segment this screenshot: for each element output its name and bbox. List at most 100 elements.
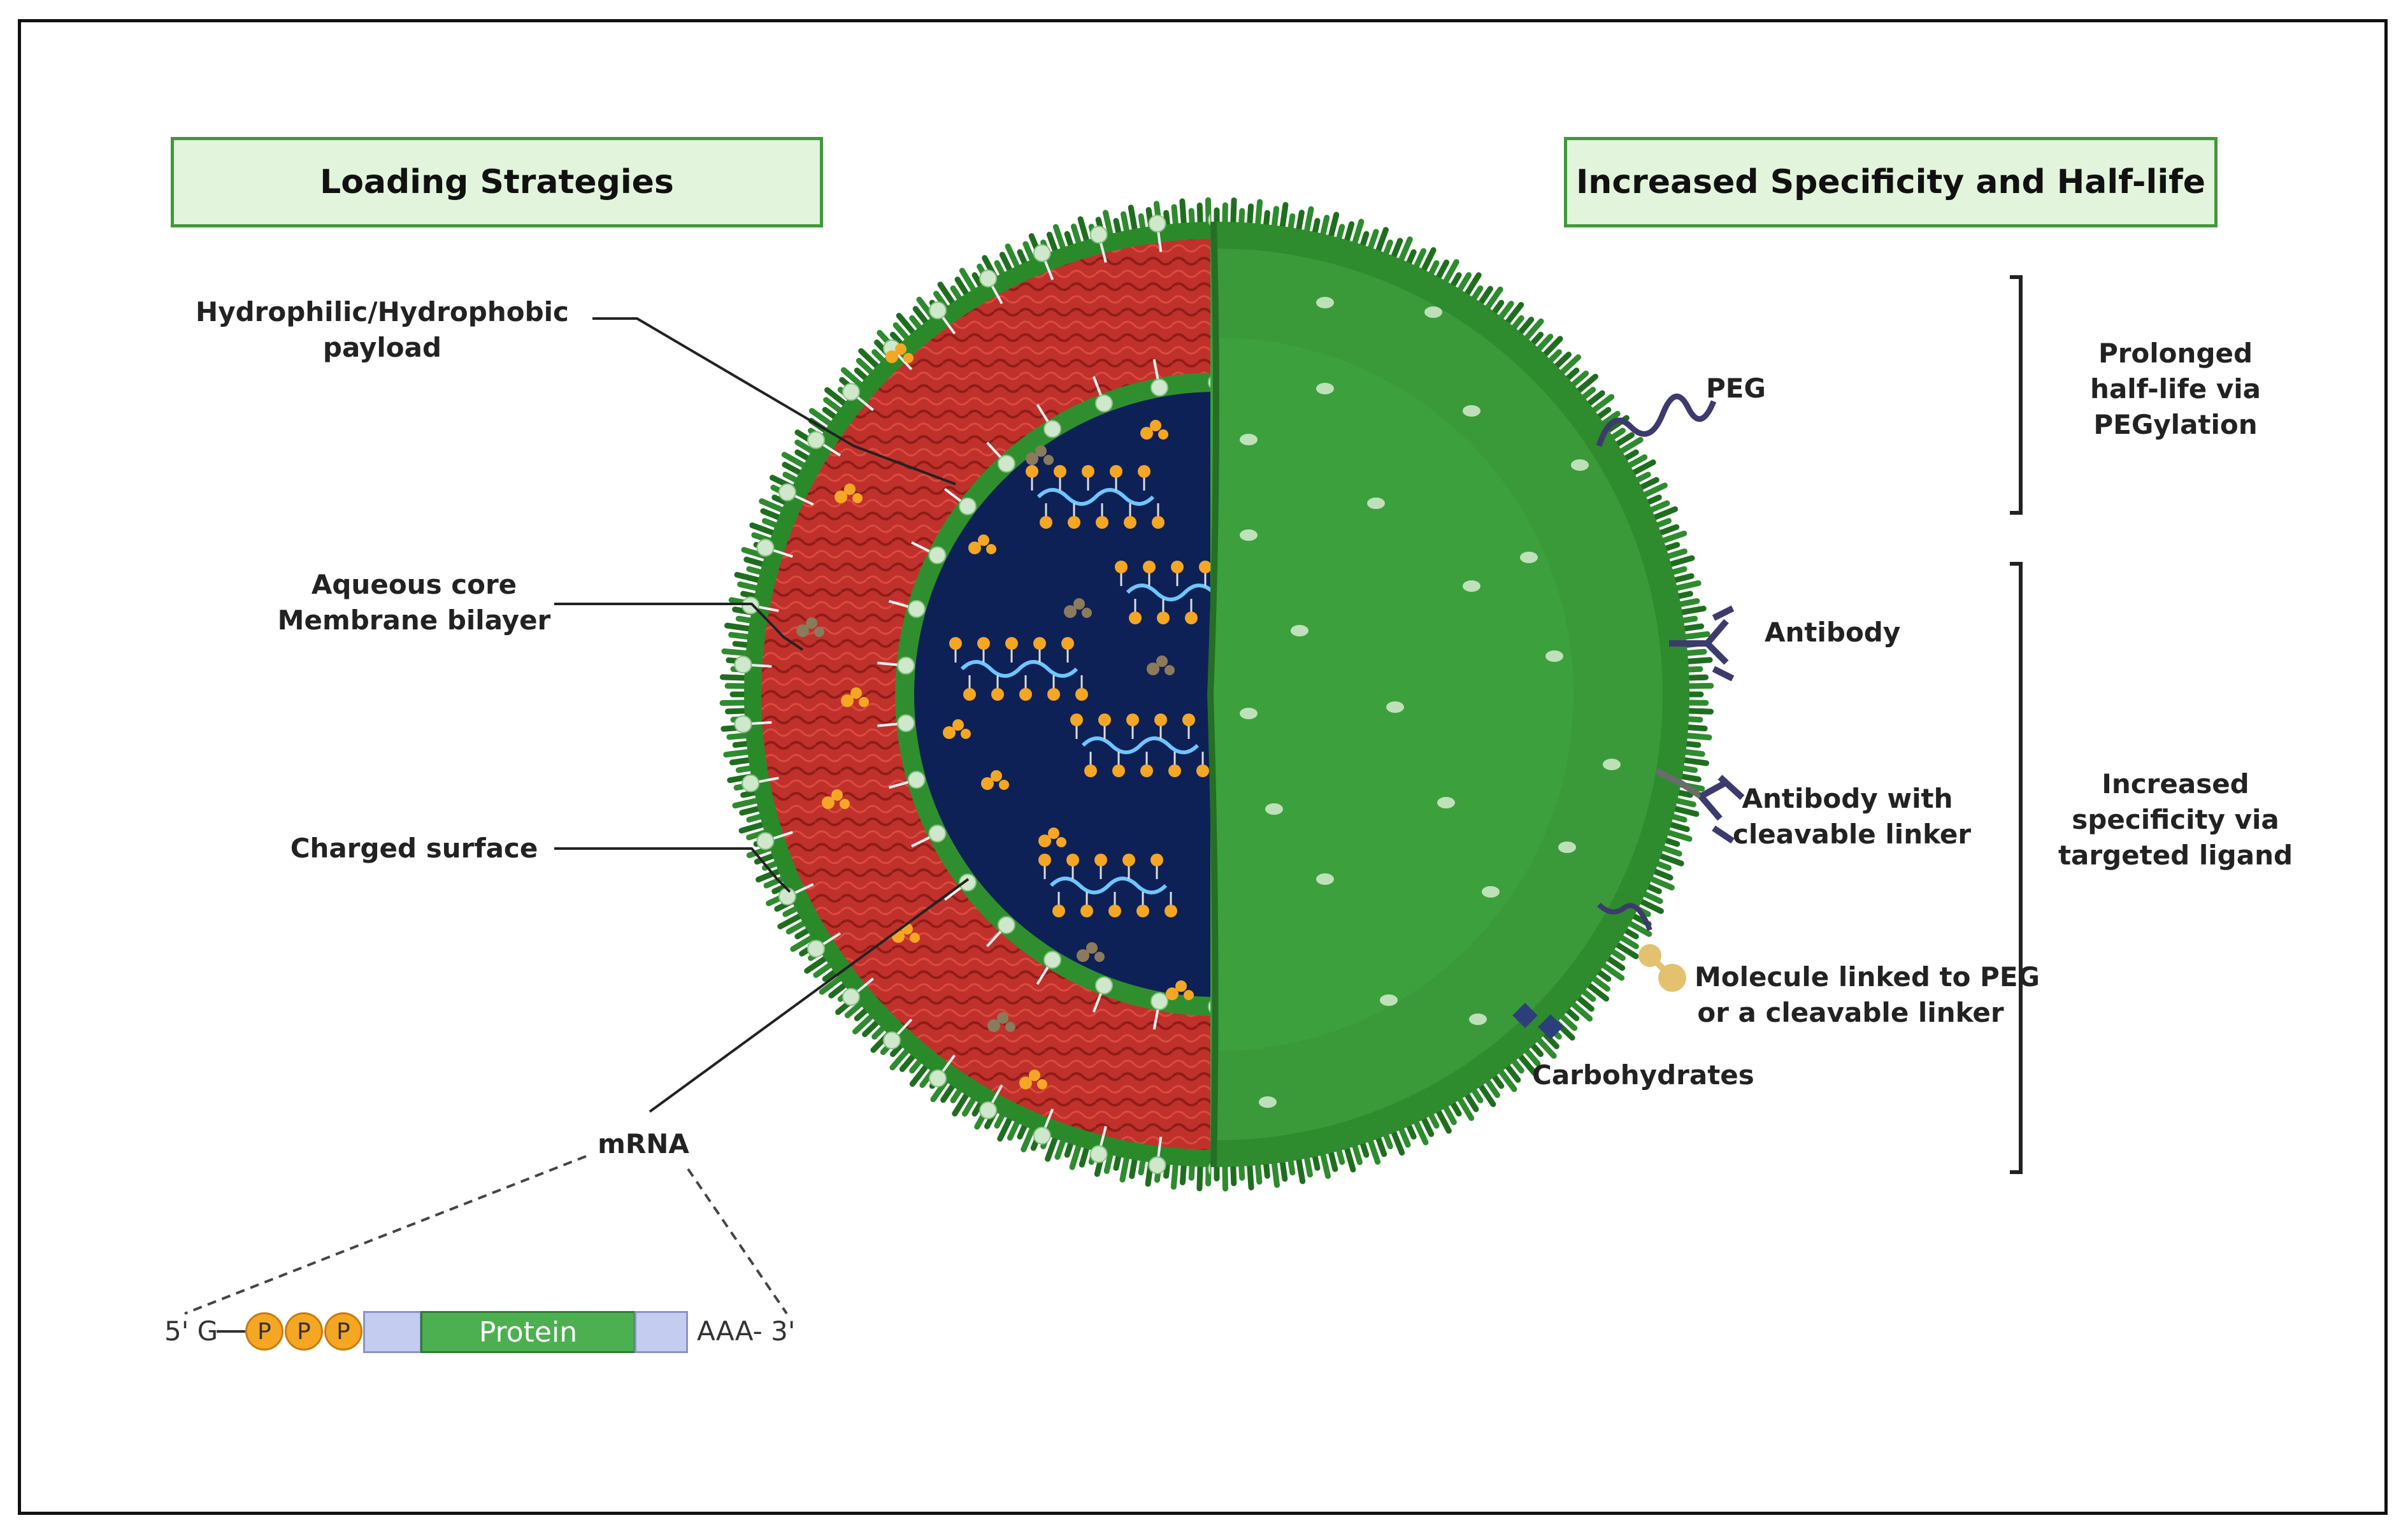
five-prime-bond: [217, 1330, 245, 1333]
lipid-head: [734, 656, 752, 674]
ionizable-lipid-head: [1140, 764, 1153, 777]
drug-atom: [814, 627, 824, 637]
mrna-leader: [649, 878, 970, 1113]
ionizable-lipid-head: [1068, 516, 1080, 529]
surface-spot: [1259, 1096, 1277, 1108]
ionizable-lipid-head: [1150, 854, 1163, 866]
drug-atom: [987, 1019, 1000, 1032]
lipid-head: [1089, 226, 1108, 244]
drug-atom: [997, 1012, 1008, 1024]
left-leader-lines: [554, 317, 970, 1113]
drug-atom: [1147, 663, 1159, 675]
mrna-strand: [1126, 584, 1210, 601]
payload-drug: [943, 719, 971, 739]
drug-atom: [910, 933, 920, 943]
ionizable-lipid-head: [1033, 637, 1046, 650]
lipid-head: [907, 599, 926, 618]
inner-lipid-heads: [877, 359, 1210, 1030]
molecule-label-line1: Molecule linked to PEG: [1695, 961, 2040, 993]
payload-molecules: [796, 343, 1210, 1089]
lipid-head: [806, 431, 825, 449]
surface-spot: [1240, 708, 1258, 719]
antibody-linker-line1: Antibody with: [1742, 783, 1953, 814]
ionizable-lipid-head: [1052, 905, 1065, 917]
ionizable-lipid-head: [1005, 637, 1018, 650]
ionizable-lipid-head: [1112, 764, 1125, 777]
payload-drug: [1140, 420, 1168, 440]
lipid-head: [1150, 992, 1168, 1010]
ionizable-lipid-head: [1040, 516, 1052, 529]
surface-spot: [1240, 529, 1258, 541]
drug-atom: [1019, 1077, 1032, 1089]
specificity-line2: specificity via: [2072, 804, 2279, 835]
drug-atom: [986, 544, 996, 554]
drug-atom: [1165, 665, 1175, 675]
carbohydrates-label: Carbohydrates: [1532, 1059, 1754, 1091]
payload-drug: [1038, 828, 1066, 847]
lipid-head: [842, 987, 860, 1006]
halflife-bracket: [2010, 275, 2023, 515]
mrna-strand: [1036, 488, 1155, 506]
surface-label: Charged surface: [290, 833, 538, 864]
lipid-head: [734, 715, 752, 733]
drug-atom: [1158, 429, 1168, 440]
payload-drug: [1077, 942, 1105, 962]
payload-label-line2: payload: [322, 332, 442, 363]
molecule-label: Molecule linked to PEG or a cleavable li…: [1695, 959, 2040, 1031]
antibody-linker-line2: cleavable linker: [1733, 819, 1972, 850]
payload-leader: [592, 317, 956, 485]
lipid-head: [929, 1069, 947, 1087]
mrna-zoom-lines: [184, 1155, 788, 1315]
antibody-ligand: [1669, 605, 1735, 682]
drug-atom: [991, 770, 1002, 782]
five-prime-end: 5' G: [164, 1315, 219, 1347]
drug-atom: [1166, 987, 1179, 1000]
carbohydrate-ligand: [1512, 1003, 1563, 1040]
mrna-lipid-cluster: [1070, 713, 1209, 777]
drug-atom: [1082, 608, 1092, 618]
surface-spot: [1316, 383, 1334, 394]
drug-atom: [1077, 949, 1089, 962]
ionizable-lipid-head: [1196, 764, 1209, 777]
drug-atom: [841, 694, 854, 707]
payload-drug: [1026, 445, 1054, 465]
lipid-head: [1094, 976, 1113, 994]
drug-atom: [1150, 420, 1161, 431]
ionizable-lipid-head: [1182, 713, 1195, 726]
ionizable-lipid-head: [1168, 764, 1181, 777]
drug-atom: [844, 484, 856, 495]
surface-spots: [1240, 297, 1621, 1108]
surface-spot: [1316, 297, 1334, 308]
payload-drug: [981, 770, 1009, 790]
ionizable-lipid-head: [949, 637, 962, 650]
drug-atom: [895, 343, 907, 355]
peg-chain: [1596, 393, 1717, 447]
surface-spot: [1545, 650, 1563, 662]
payload-drug: [1166, 980, 1194, 1000]
surface-spot: [1463, 405, 1480, 417]
payload-drug: [822, 789, 850, 809]
payload-drug: [885, 343, 914, 363]
lipid-head: [979, 1101, 998, 1119]
ionizable-lipid-head: [963, 688, 976, 701]
ionizable-lipid-head: [1122, 854, 1135, 866]
drug-atom: [1184, 990, 1194, 1000]
ionizable-lipid-head: [1096, 516, 1108, 529]
drug-atom: [835, 491, 847, 503]
specificity-title: Increased Specificity and Half-life: [1575, 163, 2206, 201]
surface-spot: [1386, 701, 1404, 713]
molecule-label-line2: or a cleavable linker: [1697, 997, 2004, 1028]
mrna-strand: [1049, 877, 1168, 894]
drug-atom: [978, 534, 989, 546]
surface-spot: [1571, 459, 1589, 471]
drug-atom: [1005, 1022, 1015, 1032]
lipid-head: [742, 596, 760, 615]
right-brackets: [2010, 275, 2023, 1174]
specificity-line3: targeted ligand: [2058, 840, 2293, 871]
loading-strategies-header: Loading Strategies: [171, 137, 823, 227]
ionizable-lipid-head: [1082, 465, 1094, 478]
drug-atom: [1140, 427, 1153, 440]
surface-spot: [1291, 625, 1308, 636]
drug-atom: [850, 687, 862, 699]
